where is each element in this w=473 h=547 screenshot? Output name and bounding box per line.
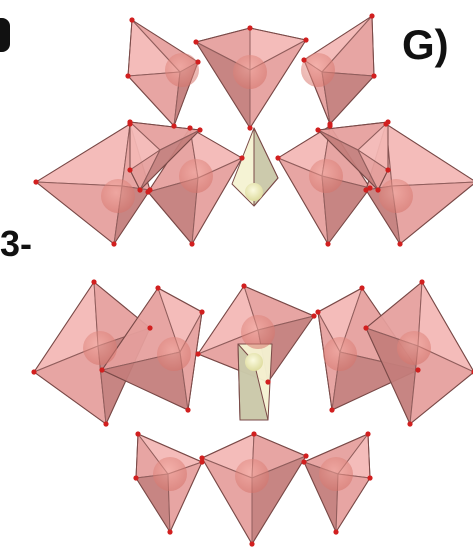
- oxygen-atom: [135, 431, 141, 437]
- oxygen-atom: [303, 37, 309, 43]
- oxygen-atom: [195, 351, 201, 357]
- oxygen-atom: [127, 167, 133, 173]
- oxygen-atom: [371, 73, 377, 79]
- oxygen-atom: [189, 241, 195, 247]
- metal-atom: [179, 159, 213, 193]
- cropped-glyph-fragment: [0, 18, 10, 52]
- oxygen-atom: [199, 455, 205, 461]
- oxygen-atom: [103, 421, 109, 427]
- oxygen-atom: [31, 369, 37, 375]
- oxygen-atom: [185, 407, 191, 413]
- cropped-edge-label: 3-: [0, 223, 33, 264]
- metal-atom: [233, 55, 267, 89]
- oxygen-atom: [415, 367, 421, 373]
- oxygen-atom: [33, 179, 39, 185]
- metal-atom: [301, 53, 335, 87]
- metal-atom: [309, 159, 343, 193]
- oxygen-atom: [133, 475, 139, 481]
- oxygen-atom: [265, 379, 271, 385]
- oxygen-atom: [111, 241, 117, 247]
- metal-atom: [157, 337, 191, 371]
- oxygen-atom: [367, 185, 373, 191]
- oxygen-atom: [359, 285, 365, 291]
- oxygen-atom: [311, 313, 317, 319]
- metal-atom: [379, 179, 413, 213]
- oxygen-atom: [367, 475, 373, 481]
- oxygen-atom: [315, 309, 321, 315]
- oxygen-atom: [239, 155, 245, 161]
- oxygen-atom: [301, 57, 307, 63]
- oxygen-atom: [363, 325, 369, 331]
- metal-atom: [319, 457, 353, 491]
- oxygen-atom: [241, 283, 247, 289]
- oxygen-atom: [375, 187, 381, 193]
- oxygen-atom: [419, 279, 425, 285]
- metal-atom: [241, 315, 275, 349]
- oxygen-atom: [301, 459, 307, 465]
- oxygen-atom: [333, 529, 339, 535]
- oxygen-atom: [171, 123, 177, 129]
- metal-atom: [397, 331, 431, 365]
- oxygen-atom: [247, 125, 253, 131]
- heteroatom-lower: [245, 353, 263, 371]
- oxygen-atom: [167, 529, 173, 535]
- oxygen-atom: [365, 431, 371, 437]
- panel-label: G): [402, 21, 449, 68]
- oxygen-atom: [127, 119, 133, 125]
- oxygen-atom: [407, 421, 413, 427]
- oxygen-atom: [303, 453, 309, 459]
- metal-atom: [83, 331, 117, 365]
- metal-atom: [323, 337, 357, 371]
- oxygen-atom: [369, 13, 375, 19]
- oxygen-atom: [385, 119, 391, 125]
- oxygen-atom: [199, 309, 205, 315]
- oxygen-atom: [195, 59, 201, 65]
- oxygen-atom: [99, 367, 105, 373]
- oxygen-atom: [199, 459, 205, 465]
- oxygen-atom: [397, 241, 403, 247]
- heteroatom-upper: [245, 183, 263, 201]
- metal-atom: [235, 459, 269, 493]
- oxygen-atom: [327, 123, 333, 129]
- oxygen-atom: [137, 187, 143, 193]
- oxygen-atom: [251, 431, 257, 437]
- oxygen-atom: [249, 541, 255, 547]
- oxygen-atom: [155, 285, 161, 291]
- oxygen-atom: [197, 127, 203, 133]
- oxygen-atom: [91, 279, 97, 285]
- oxygen-atom: [125, 73, 131, 79]
- oxygen-atom: [187, 125, 193, 131]
- oxygen-atom: [363, 187, 369, 193]
- oxygen-atom: [325, 241, 331, 247]
- oxygen-atom: [145, 189, 151, 195]
- oxygen-atom: [329, 407, 335, 413]
- metal-atom: [165, 53, 199, 87]
- metal-atom: [153, 457, 187, 491]
- oxygen-atom: [193, 39, 199, 45]
- atoms-layer: [83, 53, 431, 493]
- oxygen-atom: [315, 127, 321, 133]
- oxygen-atom: [385, 167, 391, 173]
- oxygen-atom: [147, 325, 153, 331]
- oxygen-atom: [275, 155, 281, 161]
- oxygen-atom: [247, 25, 253, 31]
- oxygen-layer: [31, 13, 473, 547]
- metal-atom: [101, 179, 135, 213]
- oxygen-atom: [129, 17, 135, 23]
